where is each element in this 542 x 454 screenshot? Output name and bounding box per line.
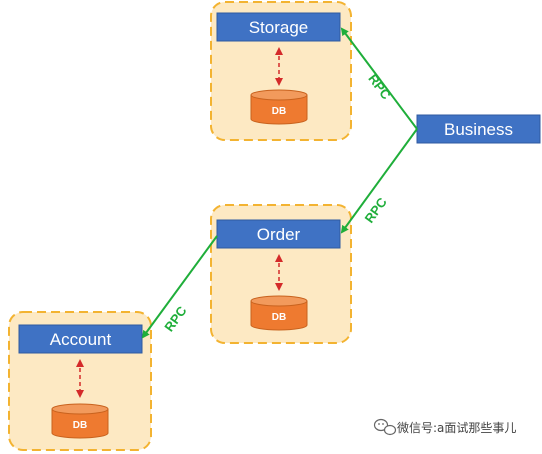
rpc-line-business-order <box>340 128 418 234</box>
account-service-box[interactable] <box>18 324 143 354</box>
storage-group: Storage DB <box>210 1 352 141</box>
order-service-box[interactable] <box>216 219 341 249</box>
order-group: Order DB <box>210 204 352 344</box>
business-service-label: Business <box>444 120 513 139</box>
account-group: Account DB <box>8 311 152 451</box>
storage-db-label: DB <box>272 106 286 117</box>
order-db-label: DB <box>272 312 286 323</box>
account-db-icon <box>51 403 109 439</box>
order-service-label: Order <box>257 225 301 244</box>
storage-db-icon <box>250 89 308 125</box>
business-service-box[interactable] <box>416 114 541 144</box>
storage-service-label: Storage <box>249 18 309 37</box>
order-db-icon <box>250 295 308 331</box>
account-db-label: DB <box>73 420 87 431</box>
rpc-label-business-storage: RPC <box>365 71 394 102</box>
rpc-line-order-account <box>141 235 218 339</box>
account-service-label: Account <box>50 330 112 349</box>
wechat-icon <box>373 418 397 436</box>
watermark-text: 微信号:a面试那些事儿 <box>397 420 516 435</box>
rpc-line-business-storage <box>340 27 418 130</box>
storage-service-box[interactable] <box>216 12 341 42</box>
